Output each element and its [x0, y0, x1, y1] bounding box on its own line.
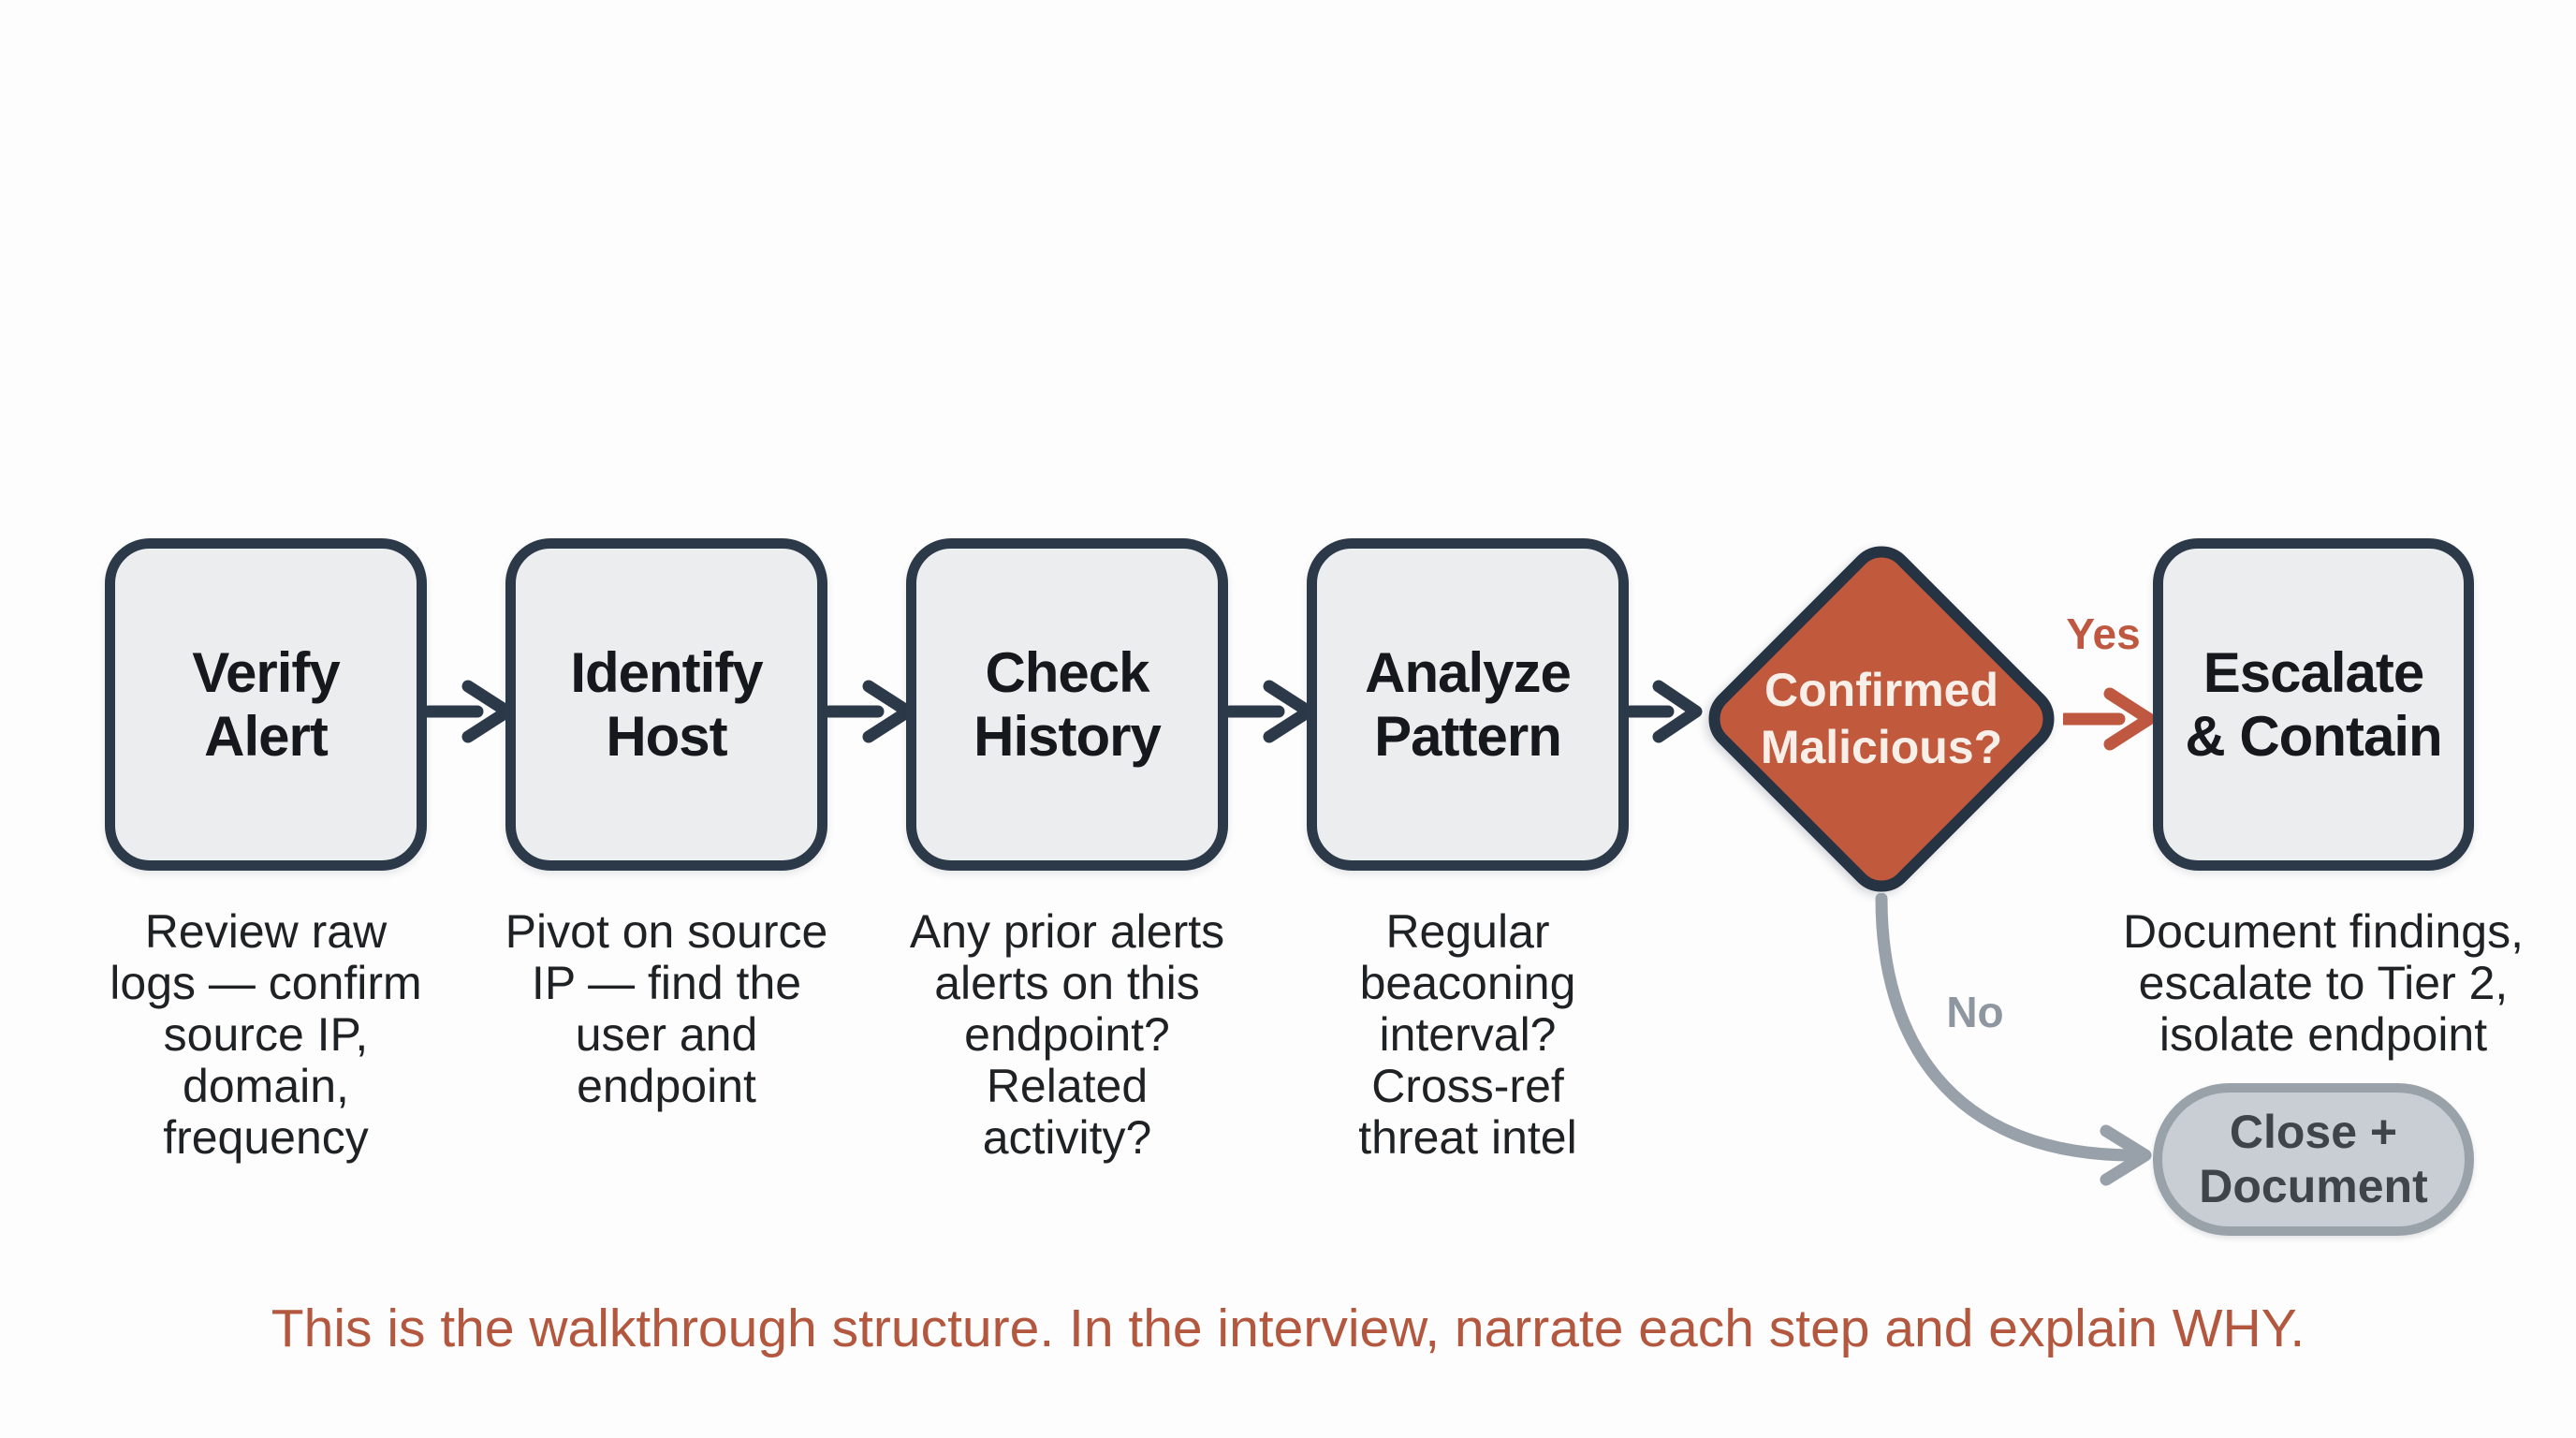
desc-escalate-contain: Document findings, escalate to Tier 2, i…: [2122, 905, 2524, 1061]
desc-verify-alert: Review raw logs — confirm source IP, dom…: [110, 905, 422, 1164]
flow-arrow-icon: [1228, 680, 1314, 743]
node-escalate-contain: Escalate & Contain: [2153, 538, 2474, 871]
desc-analyze-pattern: Regular beaconing interval? Cross-ref th…: [1358, 905, 1577, 1164]
no-label: No: [1946, 988, 2004, 1036]
node-title: Verify Alert: [192, 641, 340, 768]
node-close-document: Close + Document: [2153, 1083, 2474, 1236]
no-curve-arrow-icon: [1875, 893, 2152, 1186]
node-title: Analyze Pattern: [1365, 641, 1572, 768]
node-identify-host: Identify Host: [505, 538, 827, 871]
flow-arrow-icon: [1629, 680, 1703, 743]
decision-label: Confirmed Malicious?: [1760, 664, 2003, 773]
node-verify-alert: Verify Alert: [105, 538, 427, 871]
caption: This is the walkthrough structure. In th…: [271, 1299, 2305, 1358]
node-check-history: Check History: [906, 538, 1228, 871]
node-analyze-pattern: Analyze Pattern: [1307, 538, 1629, 871]
pill-label: Close + Document: [2199, 1106, 2428, 1212]
yes-label: Yes: [2066, 609, 2141, 658]
desc-check-history: Any prior alerts alerts on this endpoint…: [909, 905, 1225, 1164]
yes-arrow-icon: [2063, 687, 2156, 751]
node-title: Escalate & Contain: [2185, 641, 2442, 768]
node-title: Identify Host: [570, 641, 763, 768]
desc-identify-host: Pivot on source IP — find the user and e…: [505, 905, 828, 1112]
flow-arrow-icon: [427, 680, 513, 743]
decision-confirmed-malicious: Confirmed Malicious?: [1694, 532, 2069, 906]
node-title: Check History: [973, 641, 1162, 768]
flow-arrow-icon: [827, 680, 914, 743]
